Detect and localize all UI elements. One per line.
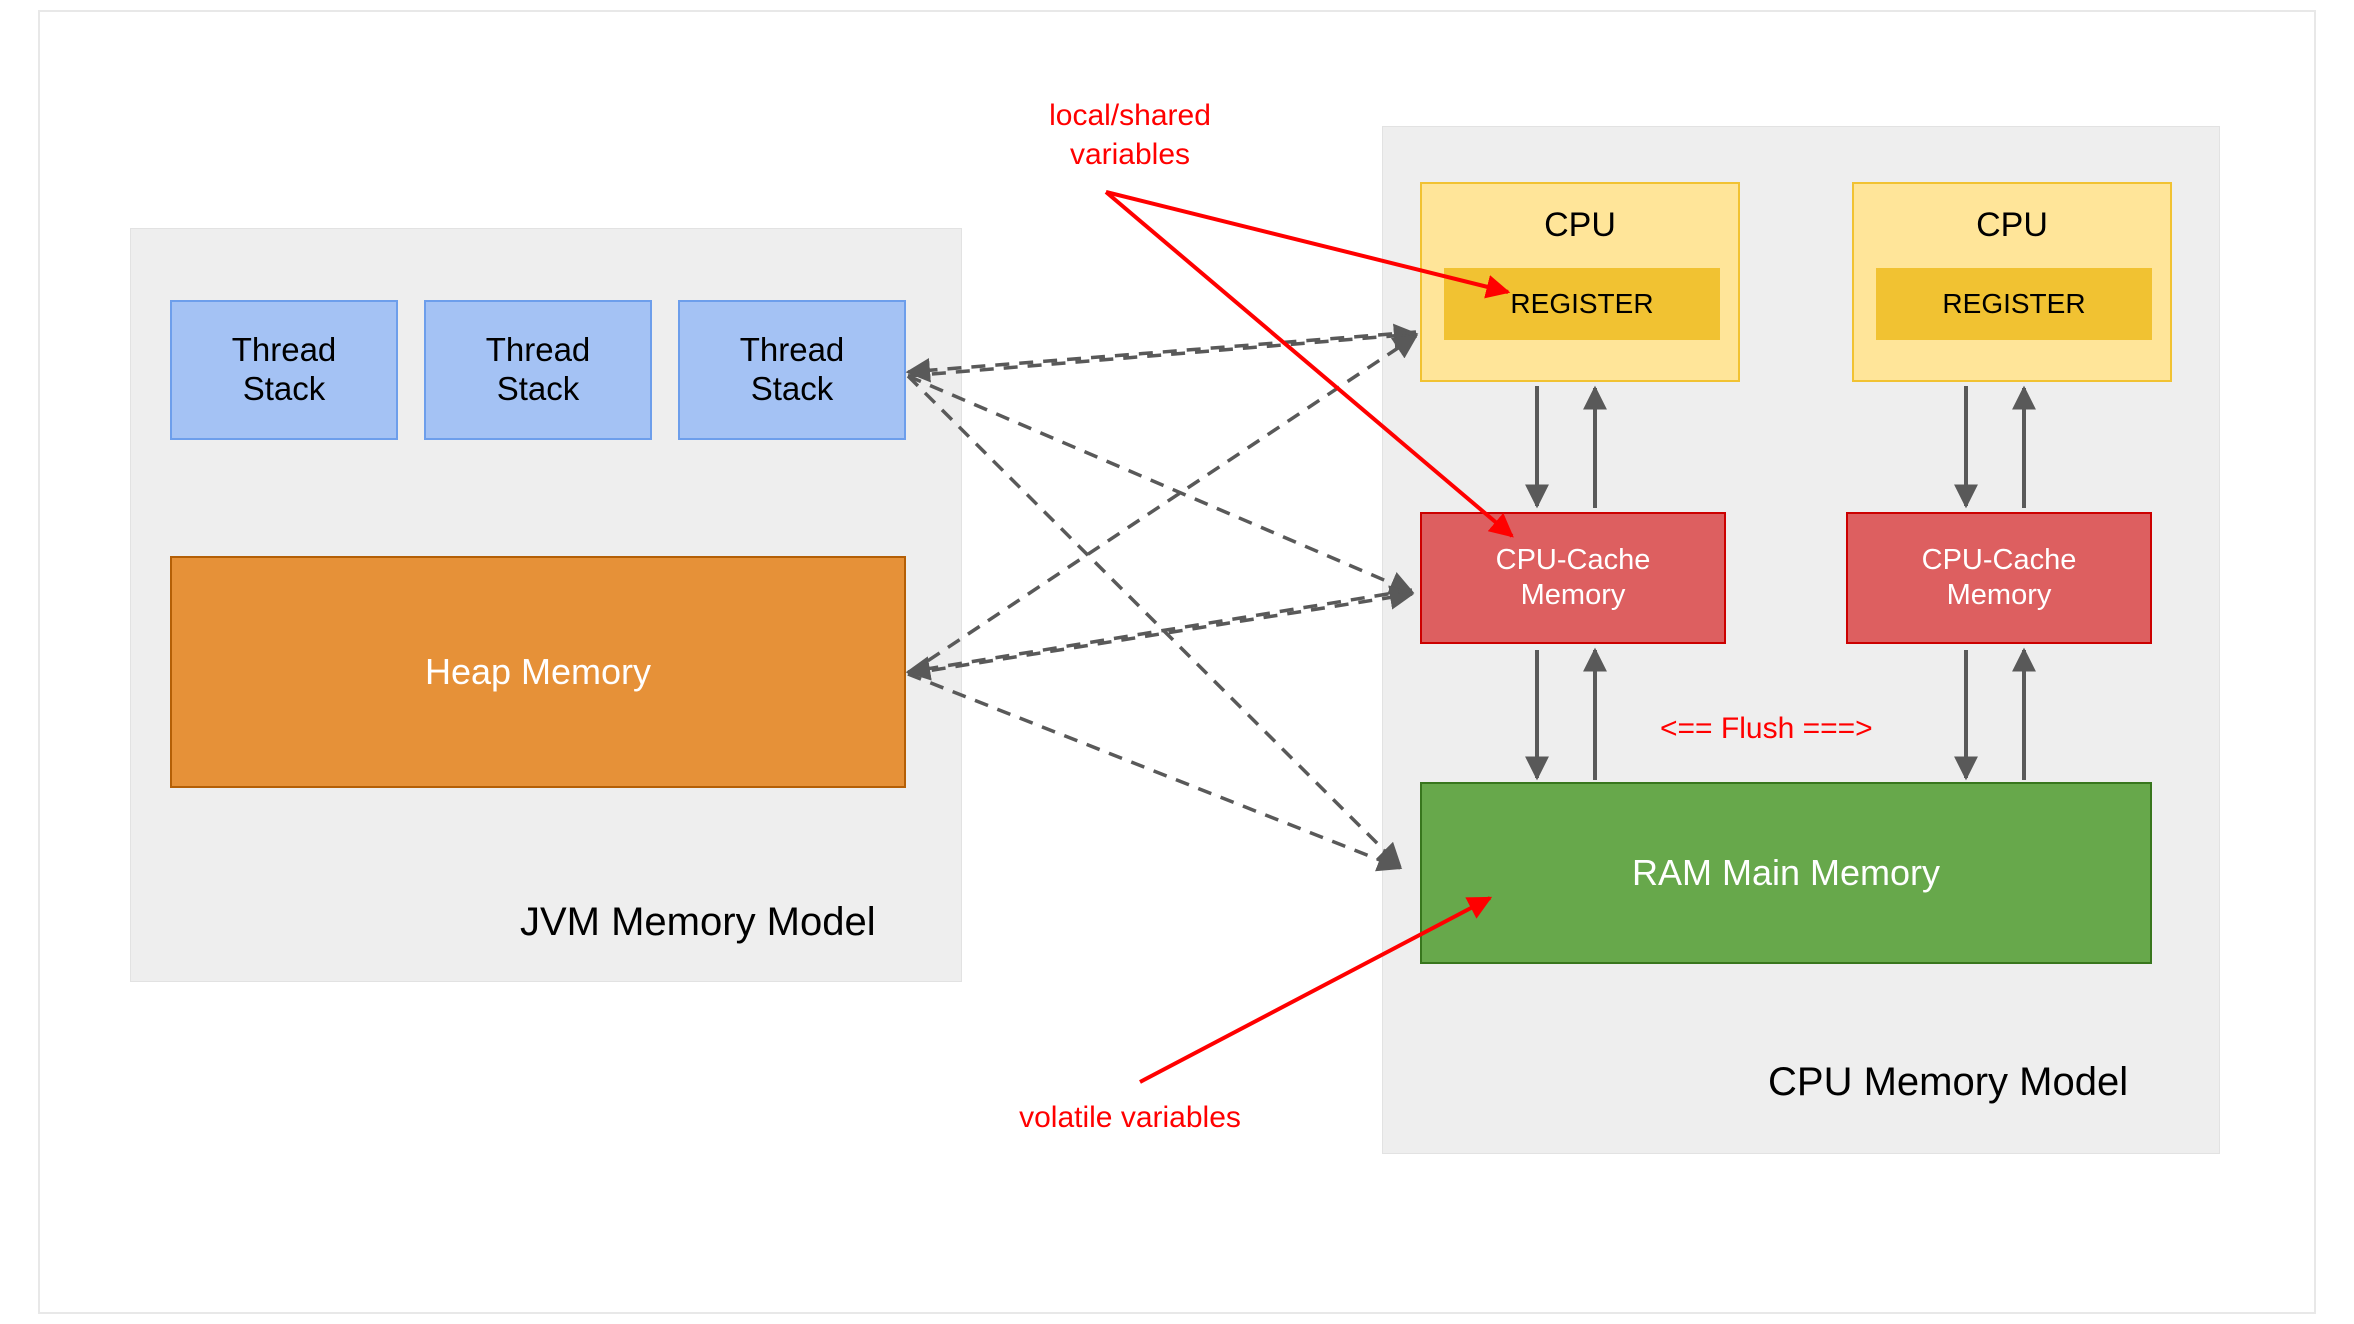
thread-stack-box[interactable]: Thread Stack bbox=[424, 300, 652, 440]
cpu-box[interactable]: CPU REGISTER bbox=[1420, 182, 1740, 382]
jvm-panel-caption: JVM Memory Model bbox=[520, 900, 876, 944]
cpu-box[interactable]: CPU REGISTER bbox=[1852, 182, 2172, 382]
cpu-label: CPU bbox=[1976, 206, 2048, 244]
thread-stack-label-line1: Thread bbox=[485, 331, 591, 369]
dashed-link-heap-to-ram bbox=[907, 672, 1403, 872]
thread-stack-label-line2: Stack bbox=[750, 370, 834, 407]
register-box[interactable]: REGISTER bbox=[1444, 268, 1720, 340]
cache-label-line1: CPU-Cache bbox=[1495, 544, 1651, 577]
dashed-link-heap-to-cache bbox=[907, 585, 1415, 676]
thread-stack-label-line2: Stack bbox=[242, 370, 326, 407]
dashed-link-threadstack-to-register bbox=[907, 323, 1419, 378]
heap-memory-label: Heap Memory bbox=[424, 651, 652, 692]
cpu-label: CPU bbox=[1544, 206, 1616, 244]
register-box[interactable]: REGISTER bbox=[1876, 268, 2152, 340]
cpu-panel-caption: CPU Memory Model bbox=[1768, 1060, 2129, 1104]
thread-stack-label-line2: Stack bbox=[496, 370, 580, 407]
cpu-cache-memory-box[interactable]: CPU-Cache Memory bbox=[1846, 512, 2152, 644]
flush-annotation: <== Flush ===> bbox=[1660, 712, 1873, 745]
cache-label-line1: CPU-Cache bbox=[1921, 544, 2077, 577]
register-label: REGISTER bbox=[1510, 288, 1654, 319]
thread-stack-box[interactable]: Thread Stack bbox=[170, 300, 398, 440]
ram-main-memory-box[interactable]: RAM Main Memory bbox=[1420, 782, 2152, 964]
thread-stack-label-line1: Thread bbox=[739, 331, 845, 369]
local-shared-variables-annotation: local/shared variables bbox=[1049, 99, 1211, 171]
dashed-link-threadstack-to-ram bbox=[906, 374, 1402, 868]
heap-memory-box[interactable]: Heap Memory bbox=[170, 556, 906, 788]
thread-stack-box[interactable]: Thread Stack bbox=[678, 300, 906, 440]
ram-label: RAM Main Memory bbox=[1631, 852, 1941, 893]
dashed-link-heap-to-register bbox=[907, 334, 1419, 676]
dashed-link-cache-to-heap bbox=[905, 588, 1413, 681]
dashed-link-register-to-threadstack bbox=[905, 330, 1417, 383]
cache-label-line2: Memory bbox=[1520, 579, 1626, 611]
volatile-variables-annotation: volatile variables bbox=[1019, 1101, 1241, 1134]
cpu-cache-memory-box[interactable]: CPU-Cache Memory bbox=[1420, 512, 1726, 644]
cache-label-line2: Memory bbox=[1946, 579, 2052, 611]
register-label: REGISTER bbox=[1942, 288, 2086, 319]
thread-stack-label-line1: Thread bbox=[231, 331, 337, 369]
dashed-link-threadstack-to-cache bbox=[907, 374, 1415, 595]
